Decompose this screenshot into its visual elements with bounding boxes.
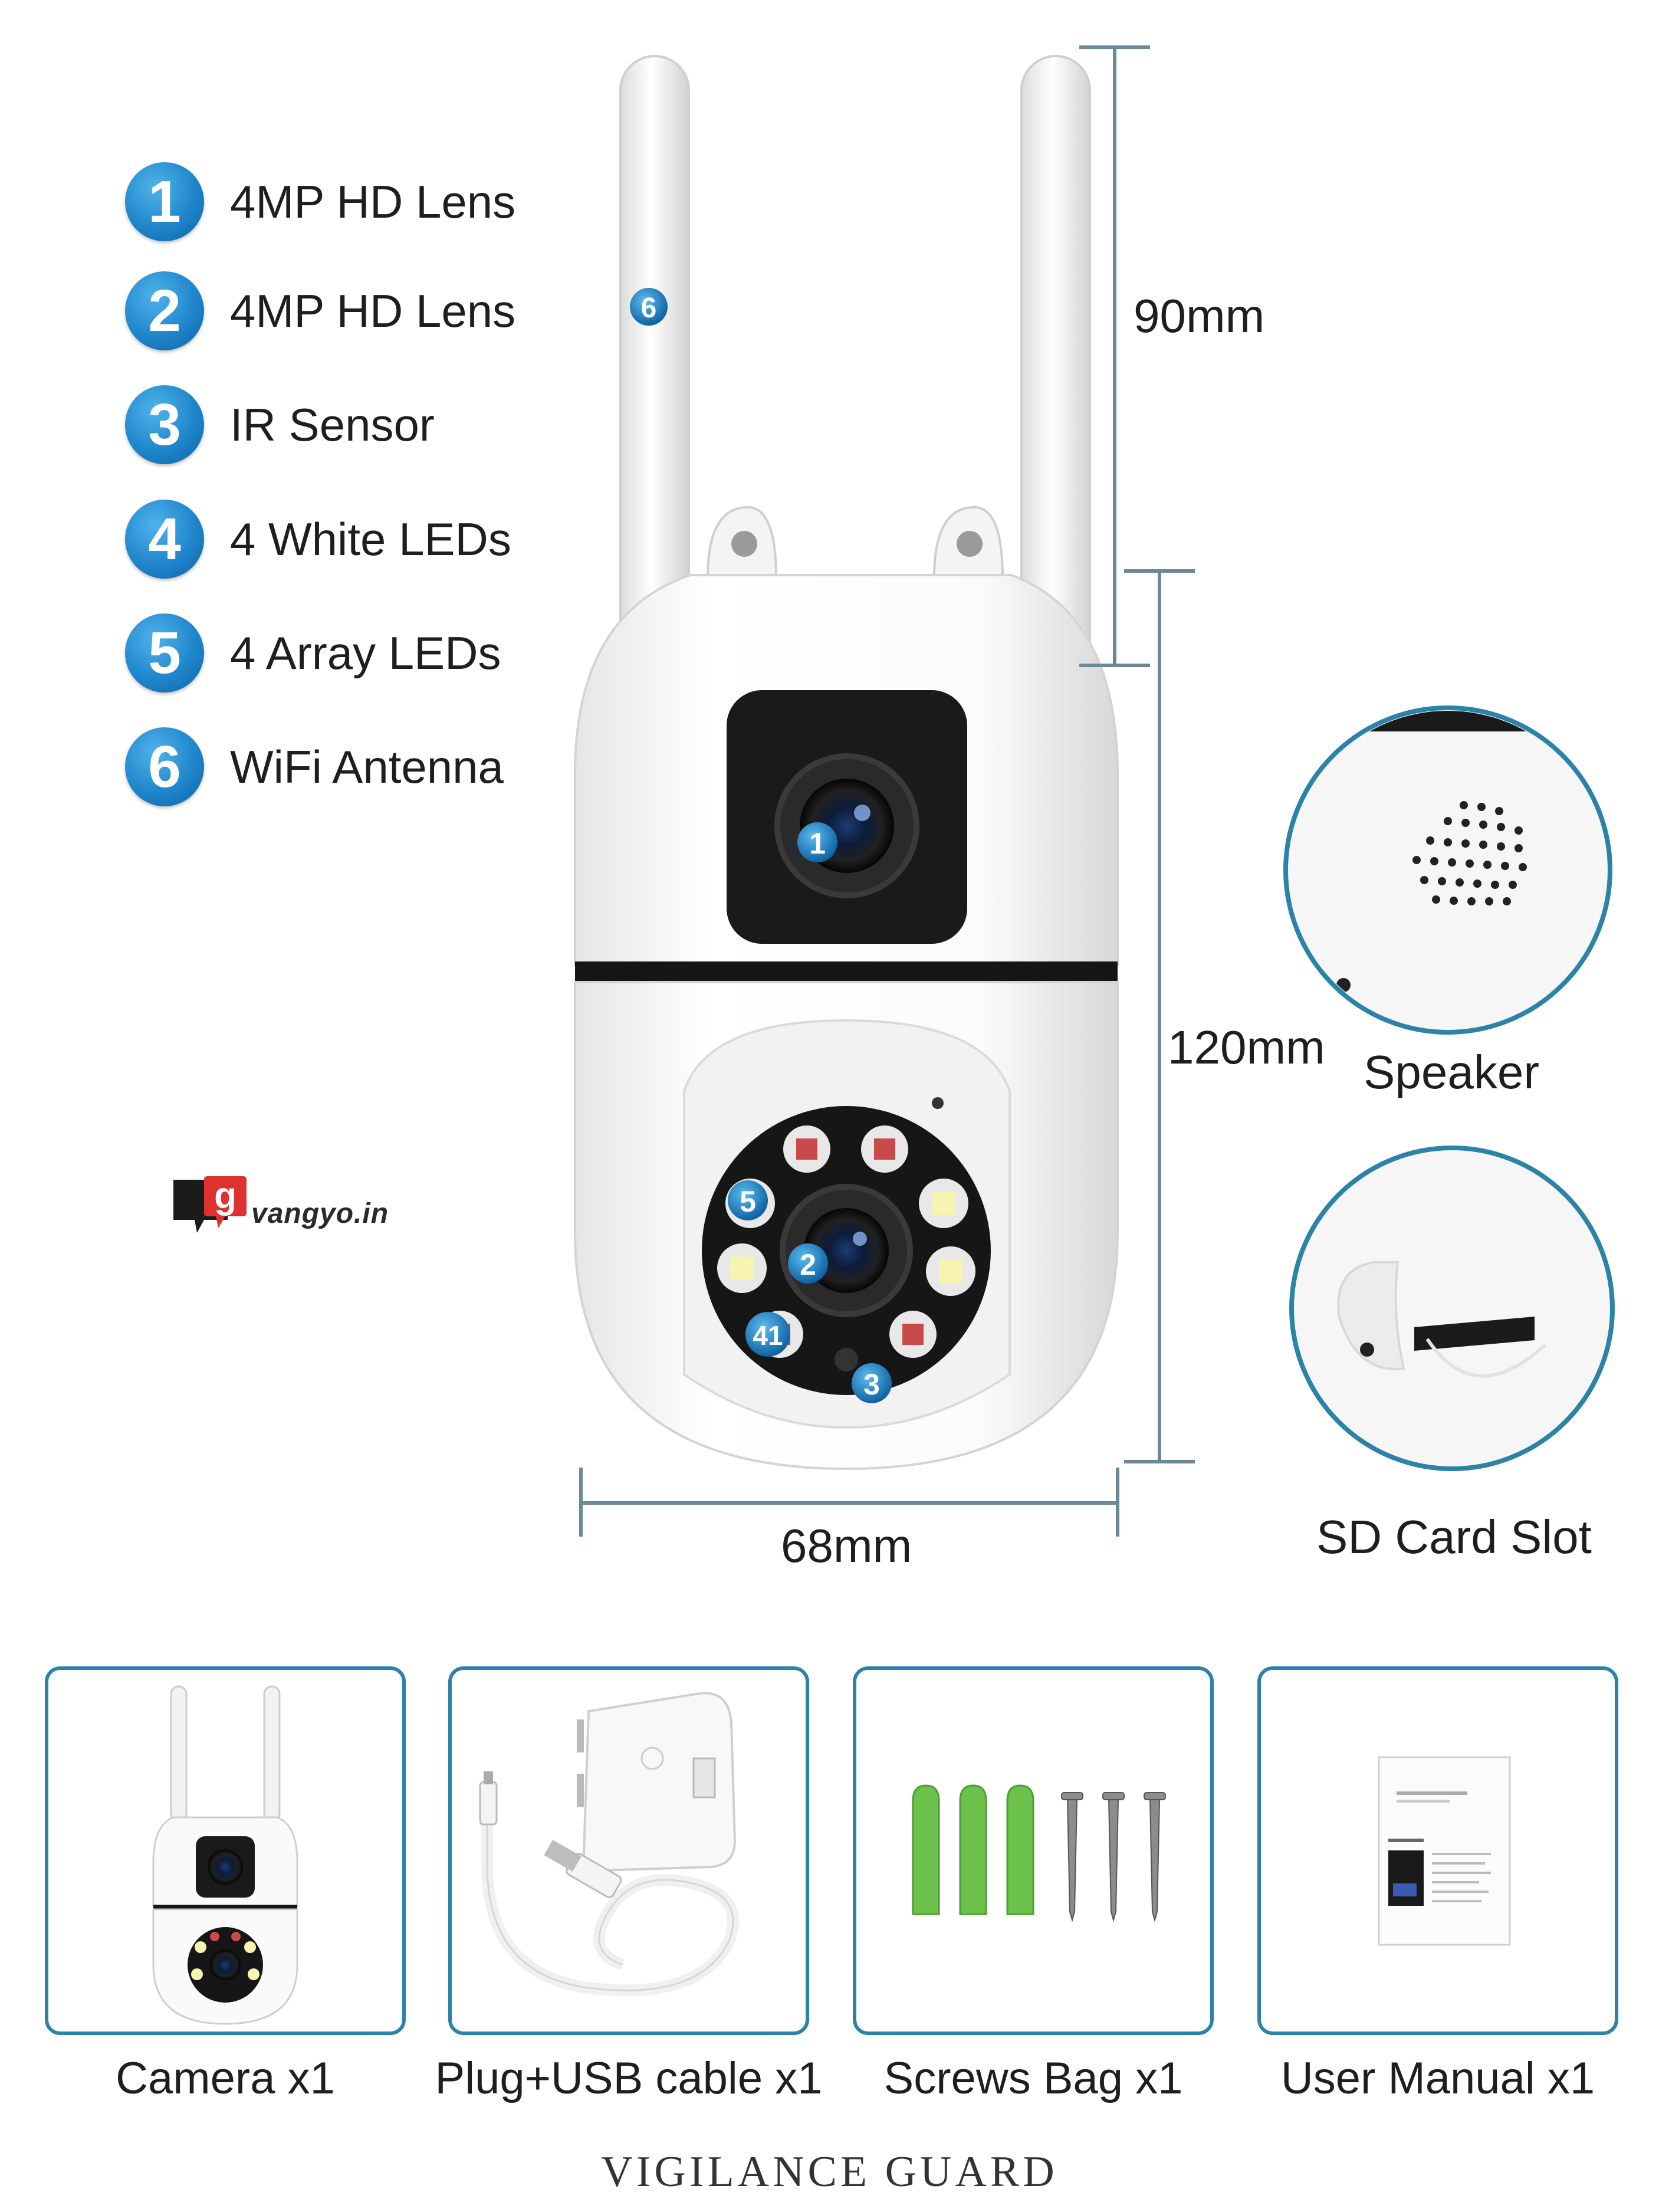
dimension-line-body-height — [1124, 569, 1195, 1463]
white-led — [926, 1246, 975, 1296]
package-caption-screws: Screws Bag x1 — [883, 2053, 1183, 2103]
svg-text:6: 6 — [641, 293, 657, 324]
speaker-grille — [1412, 801, 1527, 905]
logo-glyph: g — [214, 1176, 236, 1216]
feature-label: 4MP HD Lens — [230, 285, 516, 337]
brand-watermark: VIGILANCE GUARD — [601, 2148, 1058, 2196]
feature-number-badge: 2 — [125, 271, 204, 350]
package-item-manual — [1257, 1666, 1618, 2035]
svg-text:41: 41 — [753, 1320, 783, 1351]
sd-card-callout — [1289, 1146, 1615, 1471]
marker-array-led: 5 — [728, 1180, 768, 1220]
svg-text:3: 3 — [863, 1368, 880, 1401]
package-caption-camera: Camera x1 — [116, 2053, 335, 2103]
array-led — [861, 1125, 908, 1173]
microphone-hole — [932, 1097, 944, 1109]
ir-sensor — [835, 1348, 858, 1371]
feature-label: WiFi Antenna — [230, 741, 504, 793]
plug-cable-image — [479, 1692, 739, 1997]
marker-top-lens: 1 — [797, 822, 837, 862]
feature-item: 2 4MP HD Lens — [125, 271, 597, 360]
sd-card-label: SD Card Slot — [1316, 1511, 1592, 1563]
feature-label: 4MP HD Lens — [230, 176, 516, 228]
marker-antenna: 6 — [630, 288, 668, 326]
reset-hole — [1360, 1343, 1374, 1357]
feature-item: 3 IR Sensor — [125, 385, 597, 474]
mount-hole — [957, 531, 983, 557]
feature-item: 4 4 White LEDs — [125, 500, 597, 588]
feature-number-badge: 5 — [125, 613, 204, 693]
feature-item: 6 WiFi Antenna — [125, 727, 597, 816]
feature-label: IR Sensor — [230, 399, 435, 451]
camera-illustration: 6 1 2 3 5 41 — [574, 45, 1615, 1537]
feature-number-badge: 1 — [125, 162, 204, 241]
feature-label: 4 White LEDs — [230, 513, 511, 565]
feature-number-badge: 4 — [125, 500, 204, 579]
vangyo-logo: g vangyo.in — [169, 1174, 416, 1251]
package-item-screws — [853, 1666, 1214, 2035]
array-led — [889, 1311, 937, 1358]
mini-camera-image — [152, 1685, 298, 2025]
package-item-camera — [45, 1666, 406, 2035]
feature-item: 1 4MP HD Lens — [125, 162, 597, 251]
marker-bottom-lens: 2 — [788, 1243, 828, 1284]
sd-card-slot — [1414, 1317, 1535, 1351]
feature-number-badge: 6 — [125, 727, 204, 806]
feature-item: 5 4 Array LEDs — [125, 613, 597, 702]
vangyo-logo-icon: g — [173, 1176, 247, 1233]
marker-white-led-pair: 41 — [745, 1312, 790, 1357]
marker-ir-sensor: 3 — [852, 1363, 892, 1403]
mount-hole — [731, 531, 757, 557]
array-led — [783, 1125, 830, 1173]
screws-bag-image — [912, 1784, 1166, 1922]
white-led — [717, 1243, 767, 1293]
body-height-label: 120mm — [1168, 1021, 1325, 1074]
white-led — [919, 1179, 968, 1228]
speaker-label: Speaker — [1364, 1046, 1539, 1098]
speaker-callout — [1283, 705, 1612, 1035]
svg-text:5: 5 — [740, 1185, 756, 1218]
dimension-line-antenna — [1079, 45, 1150, 667]
svg-text:1: 1 — [809, 827, 826, 860]
body-width-label: 68mm — [781, 1519, 912, 1572]
svg-text:2: 2 — [800, 1248, 816, 1281]
feature-label: 4 Array LEDs — [230, 627, 501, 679]
package-caption-plug-cable: Plug+USB cable x1 — [435, 2053, 823, 2103]
feature-number-badge: 3 — [125, 385, 204, 464]
dimension-line-body-width — [579, 1468, 1119, 1537]
package-item-plug-cable — [448, 1666, 809, 2035]
user-manual-image — [1378, 1756, 1511, 1946]
logo-text: vangyo.in — [251, 1198, 389, 1229]
antenna-height-label: 90mm — [1134, 290, 1265, 342]
package-caption-manual: User Manual x1 — [1280, 2053, 1595, 2103]
